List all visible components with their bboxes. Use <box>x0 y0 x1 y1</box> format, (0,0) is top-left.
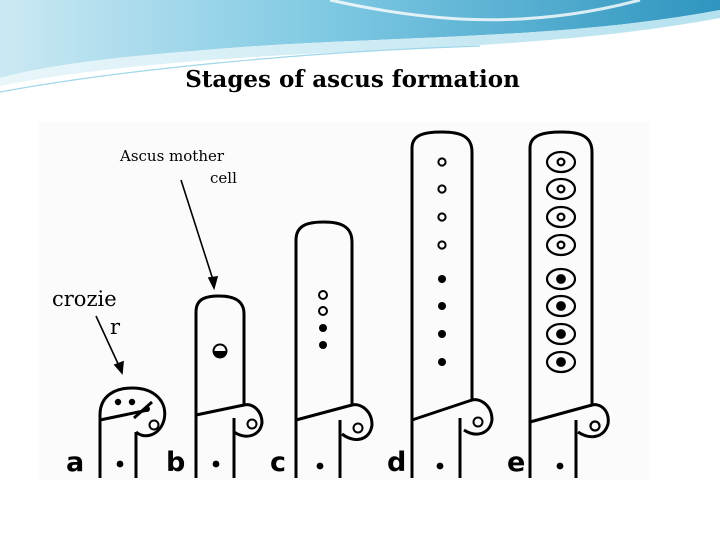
stage-label-a: a <box>66 447 84 478</box>
stage-d-ascus <box>410 130 494 478</box>
stage-label-c: c <box>270 447 286 478</box>
ascus-mother-cell-label-line2: cell <box>210 169 237 187</box>
stage-label-d: d <box>387 447 406 478</box>
crozier-label-line2: r <box>110 315 121 339</box>
diagram-panel <box>38 122 650 480</box>
stage-d-nuclei <box>436 157 484 470</box>
stage-b-nuclei <box>212 343 258 468</box>
stage-e-ascospores <box>545 150 601 432</box>
stage-label-b: b <box>166 447 185 478</box>
ascus-mother-cell-label-line1: Ascus mother <box>119 147 225 165</box>
stage-b-ascus-mother-cell <box>194 294 264 478</box>
crozier-label-line1: crozie <box>52 287 117 311</box>
stage-a-nuclei <box>114 398 160 468</box>
slide-title: Stages of ascus formation <box>185 66 520 93</box>
header-wave-decoration <box>0 0 720 93</box>
stage-a-crozier <box>98 386 167 478</box>
stage-e-ascus <box>528 130 610 478</box>
crozier-pointer <box>95 315 124 375</box>
stage-label-e: e <box>507 447 525 478</box>
stage-c-nuclei <box>316 290 364 470</box>
stage-c-ascus <box>294 220 374 478</box>
ascus-mother-cell-pointer <box>180 179 219 291</box>
stage-e-hypha-nucleus <box>556 462 564 470</box>
